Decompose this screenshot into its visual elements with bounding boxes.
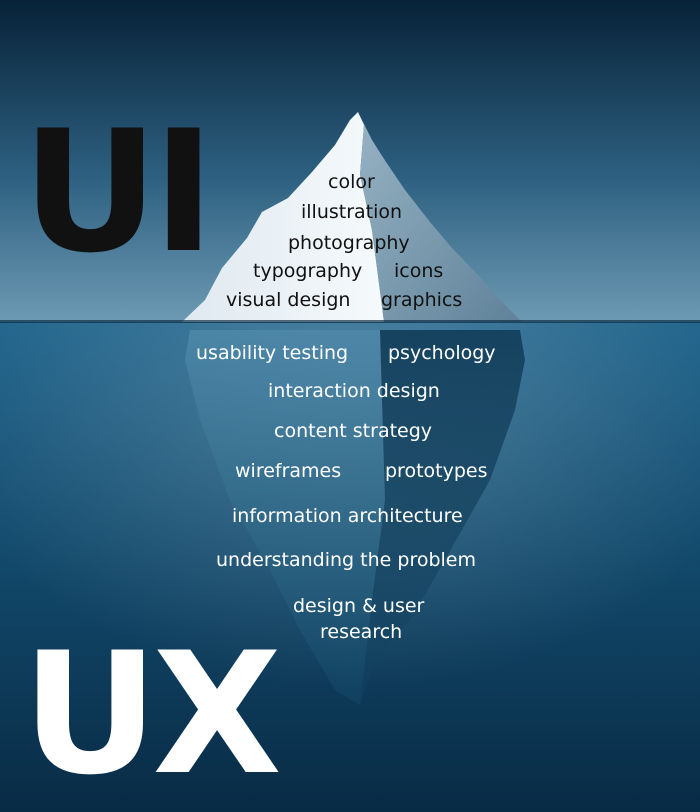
label-design-and-user: design & user: [293, 595, 425, 617]
label-wireframes: wireframes: [235, 460, 342, 482]
label-photography: photography: [288, 232, 410, 254]
label-typography: typography: [253, 260, 363, 282]
label-understanding-the-problem: understanding the problem: [216, 549, 476, 571]
iceberg-underwater-shadow: [360, 330, 525, 705]
label-research: research: [320, 621, 403, 643]
label-interaction-design: interaction design: [268, 380, 440, 402]
label-visual-design: visual design: [226, 289, 351, 311]
label-psychology: psychology: [388, 342, 496, 364]
label-graphics: graphics: [381, 289, 463, 311]
label-icons: icons: [394, 260, 444, 282]
waterline: [0, 320, 700, 323]
label-usability-testing: usability testing: [196, 342, 349, 364]
ux-headline: UX: [22, 616, 282, 812]
iceberg-peak-shadow: [358, 112, 522, 322]
iceberg-peak-lit: [182, 112, 384, 322]
label-color: color: [328, 171, 375, 193]
label-prototypes: prototypes: [385, 460, 488, 482]
label-illustration: illustration: [301, 201, 403, 223]
ui-headline: UI: [22, 94, 215, 290]
label-content-strategy: content strategy: [274, 420, 433, 442]
label-information-architecture: information architecture: [232, 505, 463, 527]
